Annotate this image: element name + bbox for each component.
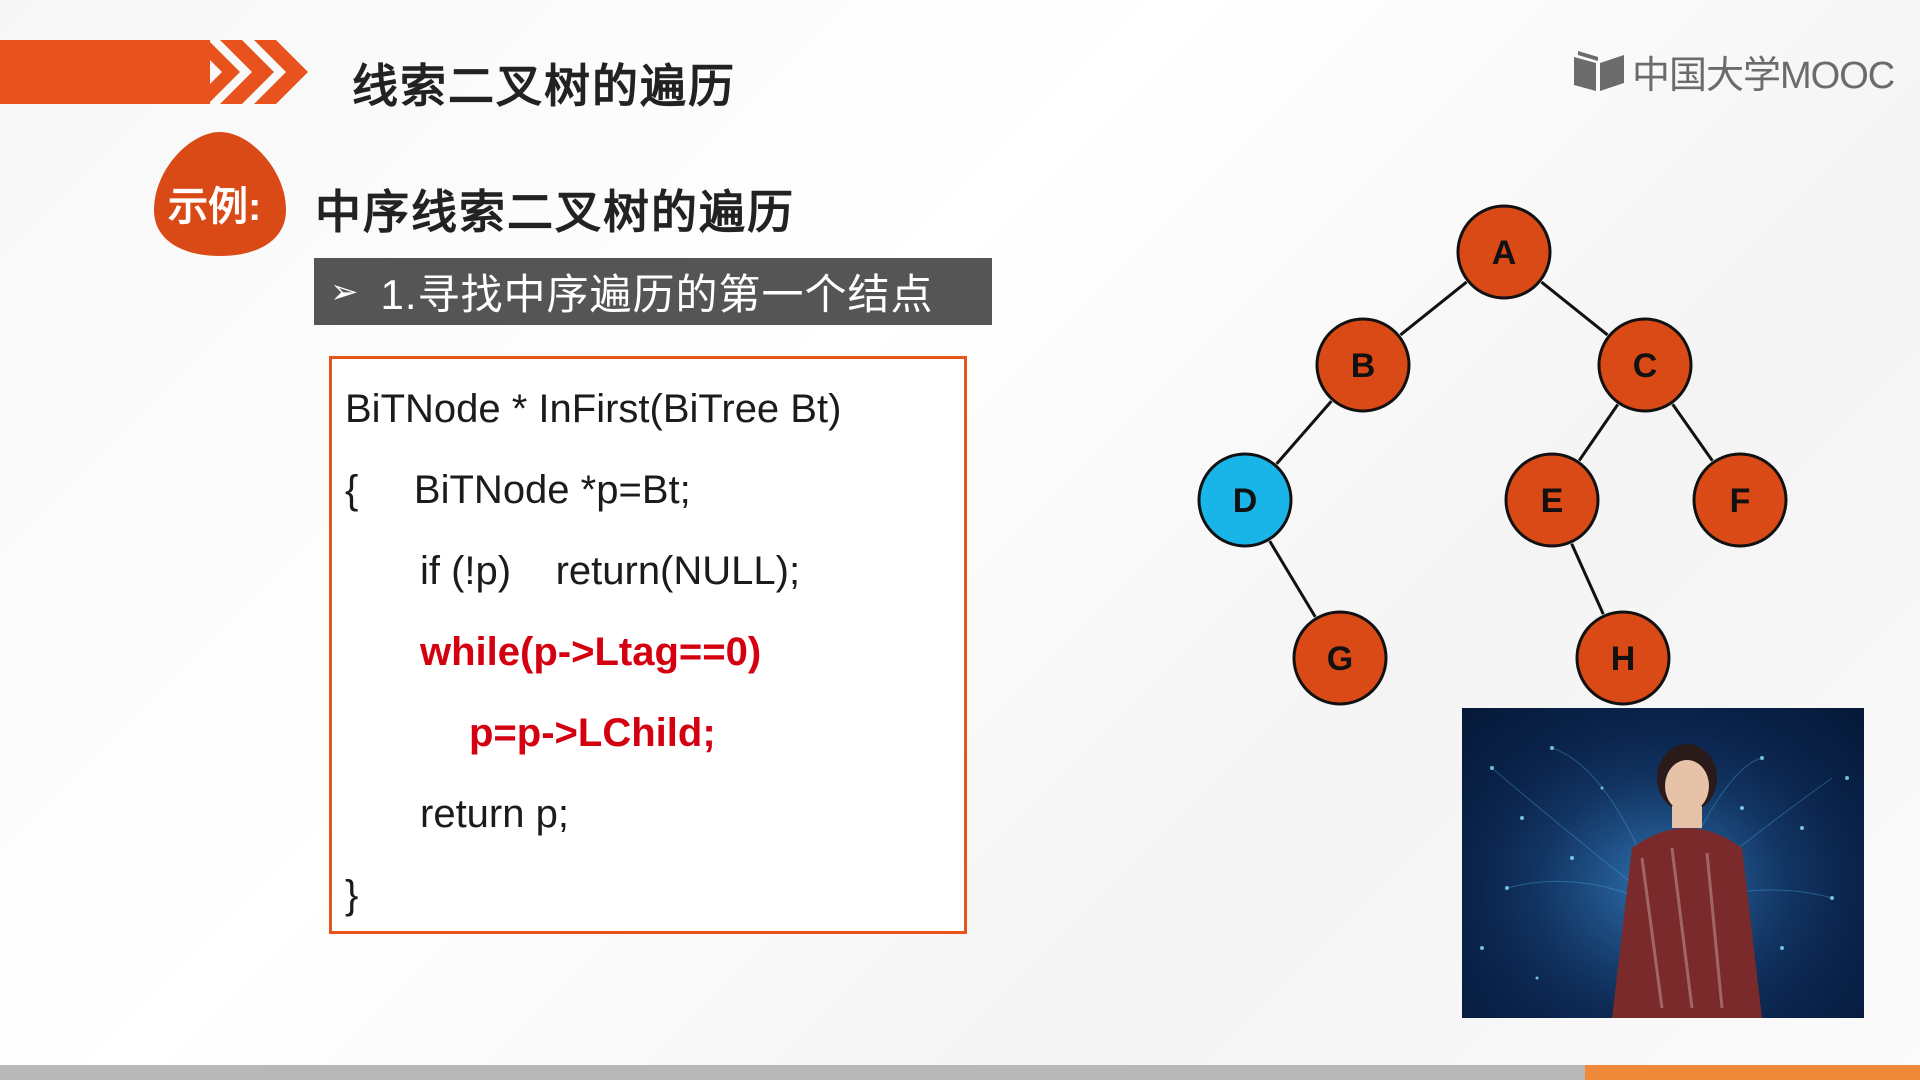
chevron-arrows-icon [190,40,308,104]
tree-edge-C-F [1671,403,1714,462]
tree-node-label: A [1492,234,1517,272]
tree-node-circle [1292,610,1388,706]
tree-node-label: B [1351,347,1376,385]
bottom-accent-strip [1585,1065,1920,1080]
code-line: } [345,873,359,917]
tree-edge-C-E [1577,403,1620,462]
presenter-video [1462,708,1864,1018]
code-line-highlight: p=p->LChild; [469,711,716,755]
code-box: BiTNode * InFirst(BiTree Bt) { BiTNode *… [329,356,967,934]
tree-node-label: E [1541,482,1564,520]
tree-node-circle [1456,204,1552,300]
code-line: { BiTNode *p=Bt; [345,468,691,512]
tree-node-circle [1504,452,1600,548]
tree-node-C: C [1597,317,1693,413]
book-logo-icon [1574,50,1624,91]
presenter-video-icon [1462,708,1864,1018]
bottom-progress-strip [0,1065,1920,1080]
tree-node-circle [1197,452,1293,548]
tree-node-H: H [1575,610,1671,706]
tree-node-E: E [1504,452,1600,548]
example-badge-shape [154,132,286,256]
tree-edge-D-G [1268,540,1317,618]
tree-edge-E-H [1570,543,1605,615]
binary-tree-diagram: A B C D E F G H [1197,204,1788,706]
tree-node-circle [1315,317,1411,413]
tree-node-G: G [1292,610,1388,706]
code-line-highlight: while(p->Ltag==0) [420,630,762,674]
tree-node-circle [1692,452,1788,548]
tree-node-label: F [1730,482,1751,520]
tree-node-circle [1575,610,1671,706]
page-title: 线索二叉树的遍历 [352,60,736,112]
section-subtitle: 中序线索二叉树的遍历 [315,186,795,238]
tree-edge-B-D [1275,400,1333,465]
step-banner: ➢ 1.寻找中序遍历的第一个结点 [314,258,992,325]
header-accent-bar [0,40,210,104]
tree-edge-A-C [1540,280,1609,337]
tree-node-label: C [1633,347,1658,385]
logo-text: 中国大学MOOC [1632,55,1895,97]
arrow-bullet-icon: ➢ [330,272,359,311]
tree-node-label: G [1327,640,1353,678]
tree-node-label: H [1611,640,1636,678]
tree-node-B: B [1315,317,1411,413]
code-line: return p; [420,792,569,836]
tree-node-A: A [1456,204,1552,300]
tree-node-F: F [1692,452,1788,548]
tree-node-label: D [1233,482,1258,520]
tree-edge-A-B [1399,280,1468,337]
tree-node-circle [1597,317,1693,413]
step-text: 1.寻找中序遍历的第一个结点 [380,271,934,318]
tree-node-D: D [1197,452,1293,548]
example-badge-label: 示例: [168,185,262,229]
code-line: if (!p) return(NULL); [420,549,801,593]
code-line: BiTNode * InFirst(BiTree Bt) [345,387,842,431]
mooc-logo: 中国大学MOOC [1572,44,1895,99]
